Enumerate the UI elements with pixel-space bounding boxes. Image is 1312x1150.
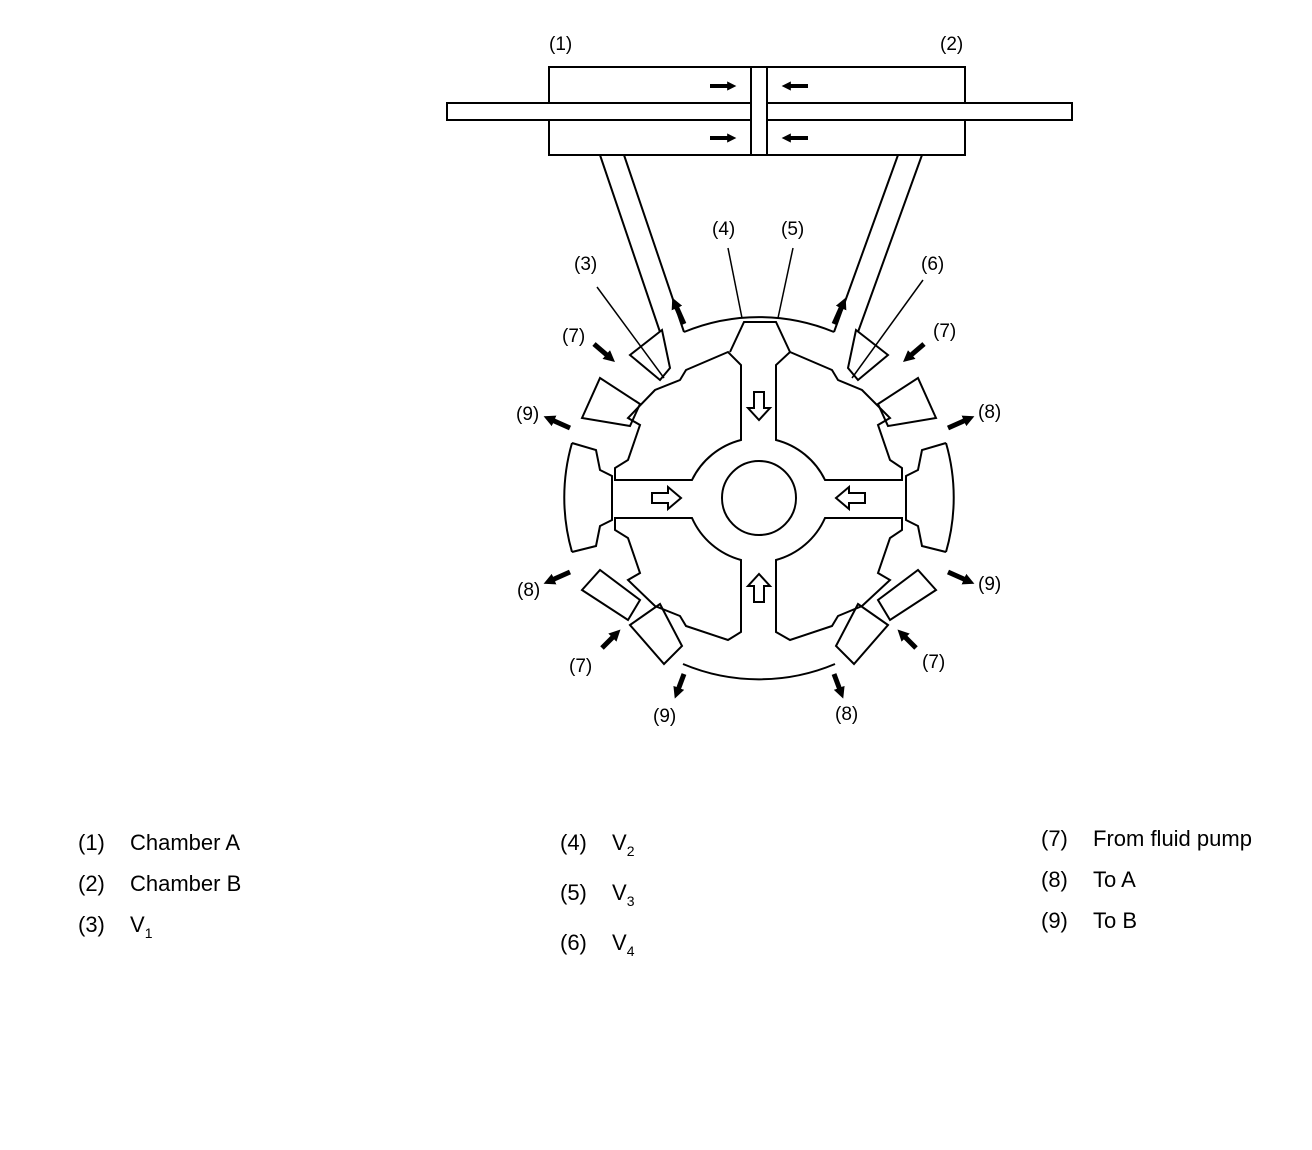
- arrow-out-bottom-left: [673, 673, 687, 699]
- arrow-out-right-upper: [946, 415, 975, 431]
- leader-6: [851, 279, 924, 379]
- rotor: [614, 350, 903, 642]
- arrow-to-chamber-a: [671, 297, 687, 326]
- flow-arrow-up: [745, 572, 773, 603]
- outer-ring: [563, 316, 955, 681]
- legend-item: (8) To A: [1041, 859, 1252, 900]
- legend-item: (5) V3: [560, 872, 634, 922]
- port-segment-lower-right: [834, 602, 890, 666]
- callout-7-upper-left: (7): [562, 326, 585, 347]
- legend-text: V4: [612, 930, 635, 959]
- arrow-pump-in-lower-left: [600, 629, 621, 650]
- pipes: [599, 154, 923, 333]
- legend-item: (4) V2: [560, 822, 634, 872]
- callout-2: (2): [940, 34, 963, 55]
- legend-number: (7): [1041, 826, 1068, 851]
- port-segment-left-lower: [580, 568, 642, 622]
- callout-9-right: (9): [978, 574, 1001, 595]
- pipe-chamber-a: [599, 154, 685, 333]
- legend-number: (5): [560, 880, 587, 905]
- flow-arrow-right: [651, 484, 683, 512]
- callout-5: (5): [781, 219, 804, 240]
- callout-7-upper-right: (7): [933, 321, 956, 342]
- leader-4: [727, 247, 743, 319]
- arrow-out-bottom-right: [831, 673, 845, 699]
- callout-8-bottom: (8): [835, 704, 858, 725]
- legend-text: Chamber A: [130, 830, 241, 855]
- arrow-out-left-upper: [543, 415, 572, 431]
- inner-notches-left: [571, 442, 613, 553]
- legend-text: From fluid pump: [1093, 826, 1252, 851]
- legend-number: (4): [560, 830, 587, 855]
- pipe-chamber-b: [833, 154, 923, 333]
- legend-number: (1): [78, 830, 105, 855]
- legend-item: (6) V4: [560, 922, 634, 972]
- callout-7-lower-right: (7): [922, 652, 945, 673]
- legend-text: V1: [130, 912, 153, 941]
- arrow-pump-in-lower-right: [897, 629, 918, 650]
- arrow-to-chamber-b: [831, 297, 847, 326]
- callout-8-left: (8): [517, 580, 540, 601]
- legend-column-2: (4) V2 (5) V3 (6) V4: [560, 822, 634, 972]
- piston-pressure-arrows: [710, 81, 808, 143]
- piston: [750, 66, 768, 156]
- callout-labels: (1) (2) (3) (4) (5) (6) (7) (7) (9) (8) …: [516, 34, 1001, 727]
- port-segment-right-lower: [876, 568, 938, 622]
- leader-5: [777, 247, 794, 319]
- rotor-center-hub: [721, 460, 797, 536]
- legend-item: (2) Chamber B: [78, 863, 241, 904]
- legend-number: (9): [1041, 908, 1068, 933]
- legend-number: (2): [78, 871, 105, 896]
- legend-column-3: (7) From fluid pump (8) To A (9) To B: [1041, 818, 1252, 941]
- arrow-out-right-lower: [946, 569, 975, 585]
- callout-4: (4): [712, 219, 735, 240]
- legend-text: Chamber B: [130, 871, 242, 896]
- legend-text: V2: [612, 830, 635, 859]
- outer-ring-top-segment: [683, 316, 835, 353]
- callout-7-lower-left: (7): [569, 656, 592, 677]
- outer-ring-right-arc: [945, 442, 955, 553]
- callout-9-bottom: (9): [653, 706, 676, 727]
- callout-8-right: (8): [978, 402, 1001, 423]
- legend-item: (7) From fluid pump: [1041, 818, 1252, 859]
- port-flow-arrows: [543, 297, 975, 699]
- legend-item: (1) Chamber A: [78, 822, 241, 863]
- rotor-outline-lower-right: [775, 517, 903, 642]
- legend-text: V3: [612, 880, 635, 909]
- outer-ring-left-arc: [563, 442, 573, 553]
- legend-text: To A: [1093, 867, 1136, 892]
- rotor-outline-lower-left: [614, 517, 742, 642]
- inner-notches-right: [905, 442, 947, 553]
- legend-item: (3) V1: [78, 904, 241, 954]
- arrow-out-left-lower: [543, 569, 572, 585]
- port-segment-upper-right: [846, 328, 890, 382]
- legend-item: (9) To B: [1041, 900, 1252, 941]
- legend-column-1: (1) Chamber A (2) Chamber B (3) V1: [78, 822, 241, 954]
- flow-arrow-left: [834, 484, 866, 512]
- arrow-pump-in-upper-right: [903, 342, 926, 362]
- cylinder: [446, 66, 1073, 156]
- rotor-flow-arrows: [651, 391, 866, 603]
- rotor-outline-right: [775, 350, 903, 481]
- flow-arrow-down: [745, 391, 773, 422]
- port-segment-lower-left: [628, 602, 684, 666]
- outer-ring-bottom-arc: [682, 663, 836, 681]
- rotor-outline: [614, 350, 742, 481]
- port-segment-left-upper: [580, 376, 642, 428]
- callout-9-left: (9): [516, 404, 539, 425]
- arrow-pump-in-upper-left: [592, 342, 615, 362]
- legend-text: To B: [1093, 908, 1138, 933]
- port-segment-right-upper: [876, 376, 938, 428]
- leader-lines: [596, 247, 924, 379]
- legend-number: (3): [78, 912, 105, 937]
- callout-1: (1): [549, 34, 572, 55]
- callout-6: (6): [921, 254, 944, 275]
- callout-3: (3): [574, 254, 597, 275]
- legend-number: (8): [1041, 867, 1068, 892]
- leader-3: [596, 286, 665, 379]
- port-segment-upper-left: [628, 328, 672, 382]
- legend-number: (6): [560, 930, 587, 955]
- hydraulic-valve-diagram: (1) (2) (3) (4) (5) (6) (7) (7) (9) (8) …: [446, 34, 1073, 727]
